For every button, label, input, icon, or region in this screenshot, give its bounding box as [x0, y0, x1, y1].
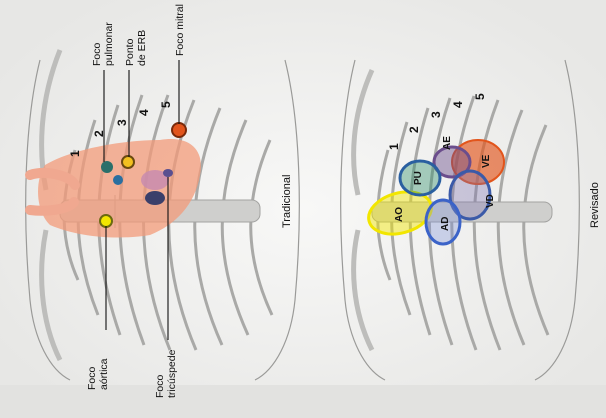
rib-number: 2 [92, 130, 106, 137]
area-label-ao: AO [394, 207, 405, 222]
area-label-ae: AE [442, 136, 453, 150]
label-foco-aortico-l2: aórtica [98, 358, 110, 390]
aortic-focus-dot [100, 215, 112, 227]
label-foco-pulmonar-l2: pulmonar [103, 22, 115, 66]
mitral-focus-dot [172, 123, 186, 137]
rib-number: 4 [451, 101, 465, 108]
rib-number: 5 [473, 93, 487, 100]
label-foco-tricuspide-l2: tricúspede [166, 349, 178, 398]
dark-valve [145, 191, 165, 205]
label-ponto-erb-l1: Ponto [124, 38, 136, 66]
rib-number: 3 [429, 111, 443, 118]
area-label-pu: PU [413, 171, 424, 185]
area-label-ad: AD [440, 217, 451, 231]
area-label-vd: VD [485, 194, 496, 208]
rib-number: 2 [407, 126, 421, 133]
pulmonary-focus-dot-2 [113, 175, 123, 185]
caption-revisado: Revisado [589, 182, 601, 228]
rib-number: 3 [115, 119, 129, 126]
label-foco-pulmonar-l1: Foco [91, 42, 103, 66]
rib-number: 5 [159, 101, 173, 108]
tricuspid-focus-dot [163, 169, 173, 177]
rib-number: 1 [387, 143, 401, 150]
caption-tradicional: Tradicional [281, 175, 293, 228]
label-foco-aortico-l1: Foco [86, 366, 98, 390]
rib-number: 1 [68, 150, 82, 157]
label-foco-mitral: Foco mitral [174, 4, 186, 56]
erb-point-dot [122, 156, 134, 168]
area-label-ve: VE [481, 154, 492, 168]
rib-number: 4 [137, 109, 151, 116]
label-foco-tricuspide-l1: Foco [154, 374, 166, 398]
label-ponto-erb-l2: de ERB [136, 30, 148, 66]
pulmonary-focus-dot [101, 161, 113, 173]
